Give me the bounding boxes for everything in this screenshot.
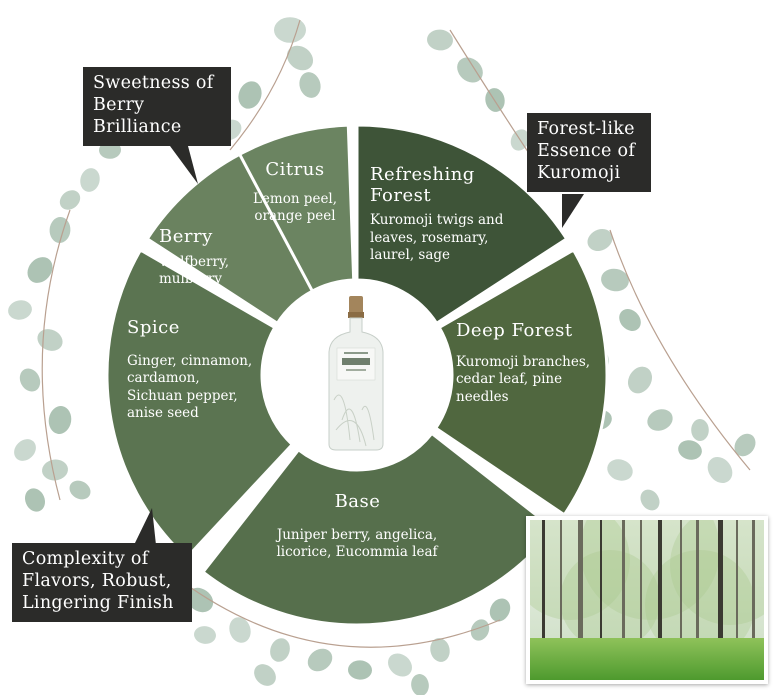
- leaf: [286, 45, 314, 71]
- segment-title: Spice: [127, 317, 180, 338]
- callout-berry-sweetness: Sweetness of Berry Brilliance: [83, 67, 231, 146]
- callout-kuromoji-essence: Forest-like Essence of Kuromoji: [527, 113, 651, 192]
- tree-trunk: [680, 520, 682, 660]
- foliage: [580, 520, 720, 620]
- leaf: [607, 459, 633, 481]
- leaf: [691, 419, 709, 441]
- leaf: [457, 57, 483, 83]
- tree-trunk: [752, 520, 755, 660]
- leaf: [427, 29, 453, 51]
- leaf: [254, 664, 276, 686]
- segment-description: Ginger, cinnamon, cardamon, Sichuan pepp…: [127, 352, 253, 422]
- leaf: [430, 638, 450, 662]
- callout-lingering-finish: Complexity of Flavors, Robust, Lingering…: [12, 543, 192, 622]
- tree-trunk: [696, 520, 699, 660]
- leaf: [42, 459, 68, 481]
- leaf: [627, 366, 653, 394]
- foliage: [560, 550, 660, 650]
- leaf: [37, 329, 63, 351]
- tree-trunk: [600, 520, 602, 660]
- leaf: [238, 81, 262, 109]
- leaf: [619, 309, 641, 331]
- segment-title: Refreshing Forest: [370, 164, 475, 206]
- leaf: [307, 648, 333, 672]
- leaf: [186, 587, 214, 613]
- leaf: [640, 489, 660, 511]
- segment-berry: Berry Wolfberry, mulberry: [159, 226, 259, 289]
- leaf: [8, 300, 32, 320]
- leaf: [80, 168, 100, 192]
- leaf: [587, 229, 613, 251]
- segment-spice: Spice Ginger, cinnamon, cardamon, Sichua…: [127, 317, 257, 423]
- leaf: [348, 660, 372, 680]
- leaf: [647, 409, 673, 431]
- segment-title: Citrus: [265, 159, 325, 180]
- leaf-stem: [179, 579, 501, 648]
- segment-description: Kuromoji twigs and leaves, rosemary, lau…: [370, 212, 504, 264]
- foliage: [670, 520, 764, 625]
- segment-base: Base Juniper berry, angelica, licorice, …: [250, 491, 465, 562]
- leaf: [48, 406, 72, 434]
- leaf-stem: [229, 19, 301, 151]
- leaf-stem: [609, 229, 751, 471]
- leaf: [678, 440, 702, 460]
- eucalyptus-leaves: [8, 17, 756, 695]
- leaf: [388, 653, 412, 677]
- tree-trunk: [658, 520, 662, 660]
- leaf: [19, 368, 41, 392]
- leaf: [27, 257, 53, 283]
- segment-description: Kuromoji branches, cedar leaf, pine need…: [456, 353, 591, 405]
- tree-trunk: [718, 520, 723, 660]
- leaf: [274, 17, 306, 43]
- leaf: [734, 433, 756, 457]
- leaf: [601, 268, 629, 292]
- leaf: [24, 488, 46, 512]
- wheel-segment: [105, 247, 295, 560]
- segment-title: Deep Forest: [456, 320, 573, 341]
- tree-trunk: [560, 520, 562, 660]
- leaf: [411, 674, 429, 695]
- leaf: [299, 72, 321, 98]
- leaf-stem: [41, 209, 71, 501]
- leaf: [14, 439, 36, 461]
- tree-trunk: [542, 520, 545, 660]
- leaf: [59, 190, 81, 210]
- segment-title: Base: [334, 491, 381, 512]
- tree-trunk: [578, 520, 583, 660]
- tree-trunk: [640, 520, 642, 660]
- leaf: [229, 617, 251, 643]
- tree-trunk: [736, 520, 738, 660]
- segment-description: Juniper berry, angelica, licorice, Eucom…: [276, 526, 438, 561]
- forest-trees: [530, 520, 764, 660]
- leaf: [69, 480, 91, 500]
- leaf: [707, 456, 733, 484]
- leaf: [270, 638, 290, 662]
- segment-title: Berry: [159, 226, 213, 247]
- leaf: [489, 598, 511, 622]
- segment-deep-forest: Deep Forest Kuromoji branches, cedar lea…: [456, 320, 601, 406]
- tree-trunk: [622, 520, 625, 660]
- foliage: [645, 550, 755, 660]
- segment-refreshing-forest: Refreshing Forest Kuromoji twigs and lea…: [370, 164, 530, 265]
- leaf: [470, 619, 490, 641]
- segment-citrus: Citrus Lemon peel, orange peel: [240, 159, 350, 226]
- leaf: [194, 626, 216, 644]
- segment-description: Lemon peel, orange peel: [252, 190, 338, 225]
- wheel-segments: [105, 123, 609, 627]
- segment-description: Wolfberry, mulberry: [159, 253, 230, 288]
- gin-bottle-icon: [328, 296, 384, 451]
- forest-photo: [526, 516, 768, 684]
